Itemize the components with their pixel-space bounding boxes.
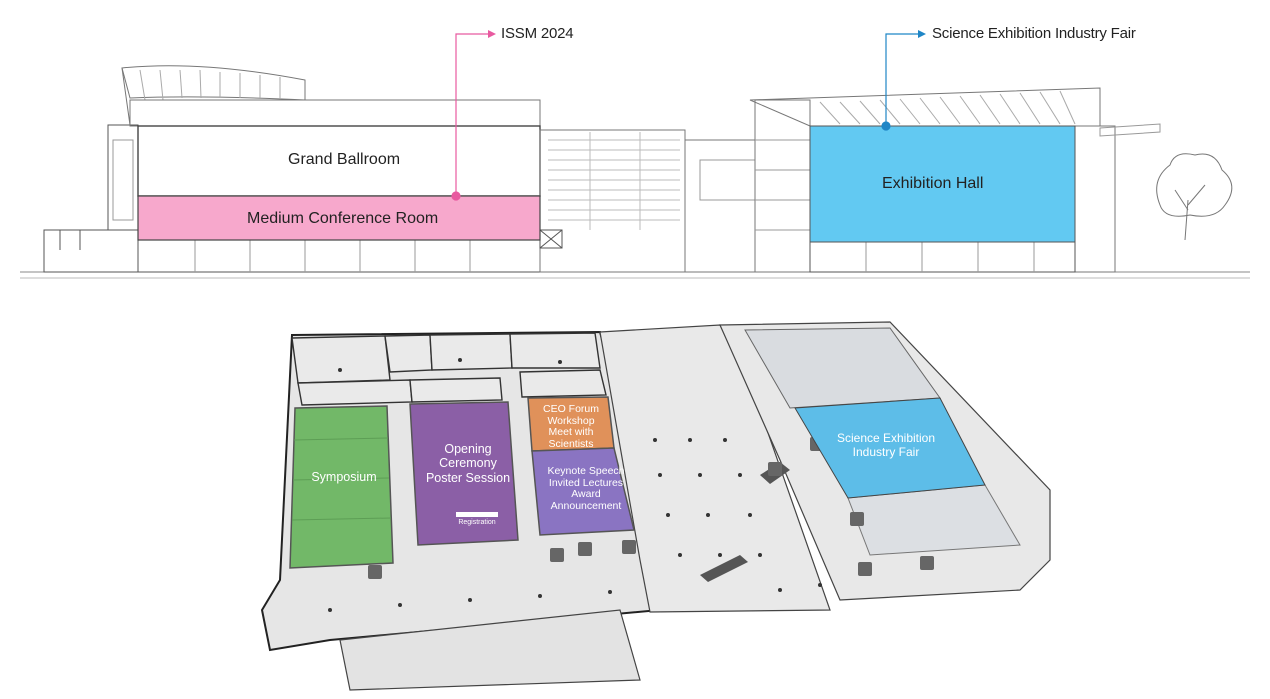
opening-ceremony-label: Opening Ceremony Poster Session: [425, 442, 511, 485]
issm-callout-line: [451, 30, 496, 201]
symposium-label: Symposium: [311, 470, 377, 484]
building-section: [20, 65, 1250, 279]
keynote-label: Keynote Speech Invited Lectures Award An…: [547, 465, 625, 512]
keynote-room: [531, 447, 635, 536]
exhibition-hall-label: Exhibition Hall: [882, 175, 984, 192]
opening-ceremony-room: [409, 401, 519, 546]
symposium-room: [289, 405, 394, 569]
science-fair-label: Science Exhibition Industry Fair: [836, 431, 936, 459]
registration-label: Registration: [458, 519, 496, 526]
registration-desk: [456, 512, 498, 517]
medium-conference-room-block: [137, 195, 541, 241]
grand-ballroom-label: Grand Ballroom: [288, 151, 401, 168]
science-fair-callout-label: Science Exhibition Industry Fair: [932, 25, 1136, 42]
issm-callout-label: ISSM 2024: [501, 25, 574, 42]
science-fair-room: [794, 397, 986, 499]
floor-plan: [260, 321, 1051, 691]
medium-conference-room-label: Medium Conference Room: [247, 210, 439, 227]
exhibition-hall-block: [809, 125, 1076, 243]
ceo-forum-label: CEO Forum Workshop Meet with Scientists: [542, 403, 599, 450]
science-fair-callout-line: [881, 30, 926, 131]
